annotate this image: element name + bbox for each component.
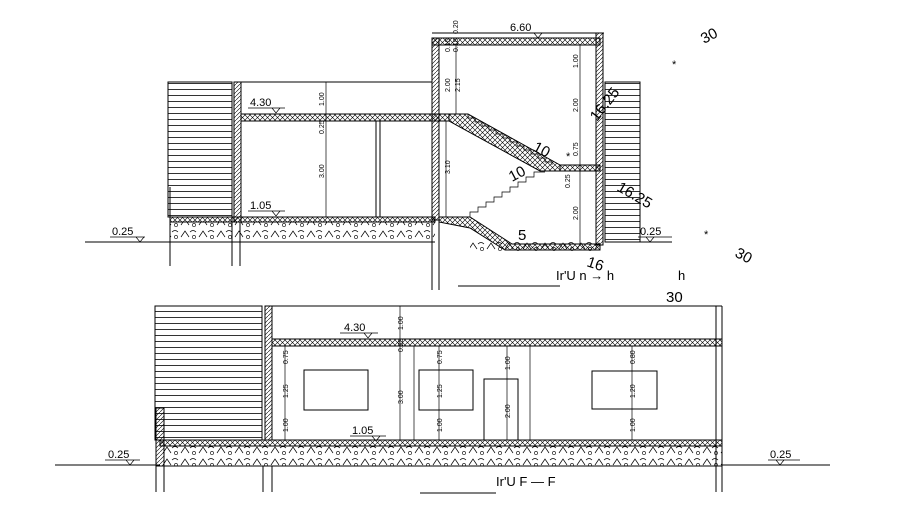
stair-number-b: 10 (506, 163, 529, 186)
level-marker-upper-lower (340, 332, 378, 339)
dim-top-b-lower: 0.25 (398, 338, 405, 352)
annotation-star-b: * (704, 229, 709, 241)
dim-upper-slab: 1.00 (319, 92, 326, 106)
level-ground-left-lower: 0.25 (108, 449, 129, 461)
level-marker-right (638, 236, 672, 243)
dim-right-small: 0.75 (573, 142, 580, 156)
left-cladding-lower (154, 305, 263, 441)
dim-right-a-lower: 0.80 (630, 350, 637, 364)
annotation-h: h (678, 268, 685, 283)
upper-floor-slab (240, 113, 450, 122)
dim-door-top-lower: 1.00 (505, 356, 512, 370)
stair-number-d: 16 (585, 254, 606, 275)
annotation-30-c: 30 (666, 289, 683, 306)
annotation-star-a: * (672, 59, 677, 71)
level-marker-right-lower (768, 459, 800, 466)
dim-mid-b-lower: 1.25 (437, 384, 444, 398)
level-ground-right-lower: 0.25 (770, 449, 791, 461)
door (483, 378, 519, 441)
level-marker-left (110, 236, 145, 243)
window-left (303, 369, 369, 411)
level-marker-inside (248, 210, 285, 217)
dim-top-small-b: 0.15 (445, 38, 452, 52)
level-upper-floor: 4.30 (250, 97, 271, 109)
soil-fill-lower (160, 446, 722, 466)
dim-top-lower: 1.00 (398, 316, 405, 330)
soil-fill (170, 222, 435, 242)
dim-right-mid: 2.00 (573, 98, 580, 112)
lower-stair-steps (469, 171, 545, 217)
level-ground-right: 0.25 (640, 226, 661, 238)
level-ground-inside-lower: 1.05 (352, 425, 373, 437)
level-marker-upper (248, 107, 285, 114)
ground-slab (169, 216, 436, 223)
dim-left-col-b: 2.15 (455, 78, 462, 92)
level-marker-top (508, 32, 545, 39)
dim-left-a-lower: 0.75 (283, 350, 290, 364)
window-middle (418, 369, 474, 411)
dim-stair-height: 3.10 (445, 160, 452, 174)
level-marker-inside-lower (350, 435, 386, 442)
annotation-star-c: * (566, 151, 571, 163)
section-caption-lower: Ir'U F — F (496, 474, 556, 489)
window-right (591, 370, 658, 410)
tower-left-wall (431, 37, 440, 221)
upper-section: 6.60 4.30 1.05 0.25 0.25 0.20 0.15 0.18 … (85, 20, 755, 306)
dim-total-lower: 3.00 (398, 390, 405, 404)
dim-mid-a-lower: 0.75 (437, 350, 444, 364)
left-wall (233, 81, 242, 223)
dim-left-col-a: 2.00 (445, 78, 452, 92)
tower-right-wall (595, 32, 604, 246)
level-ground-inside: 1.05 (250, 200, 271, 212)
left-base-wall (155, 407, 165, 467)
stair-number-c: 5 (518, 227, 526, 244)
dim-left-b-lower: 1.25 (283, 384, 290, 398)
upper-slab-lower (271, 338, 723, 347)
section-caption-upper: Ir'U n → h (556, 268, 614, 283)
lower-stair-flight (438, 216, 601, 251)
right-cladding (604, 81, 641, 243)
dim-top-small-c: 0.18 (453, 38, 460, 52)
ground-slab-lower (159, 439, 723, 447)
dim-door-lower: 2.00 (505, 404, 512, 418)
dim-mid-c-lower: 1.00 (437, 418, 444, 432)
upper-stair-steps (467, 114, 553, 165)
left-cladding (167, 81, 233, 218)
dim-upper-slab-b: 0.25 (319, 120, 326, 134)
dim-ground-height: 3.00 (319, 164, 326, 178)
dim-left-c-lower: 1.00 (283, 418, 290, 432)
dim-right-small-b: 0.25 (565, 174, 572, 188)
level-marker-left-lower (105, 459, 140, 466)
level-top-roof: 6.60 (510, 22, 531, 34)
dim-right-b-lower: 1.20 (630, 384, 637, 398)
dim-right-c-lower: 1.00 (630, 418, 637, 432)
dim-right-low: 2.00 (573, 206, 580, 220)
level-upper-floor-lower: 4.30 (344, 322, 365, 334)
lower-section: 4.30 1.05 0.25 0.25 1.00 0.25 0.75 1.25 … (55, 305, 830, 494)
stair-number-a: 10 (530, 139, 553, 162)
dim-top-small-a: 0.20 (453, 20, 460, 34)
level-ground-left: 0.25 (112, 226, 133, 238)
dim-right-top: 1.00 (573, 54, 580, 68)
annotation-30-a: 30 (698, 25, 721, 48)
annotation-30-b: 30 (732, 245, 755, 268)
left-wall-lower (264, 305, 273, 441)
